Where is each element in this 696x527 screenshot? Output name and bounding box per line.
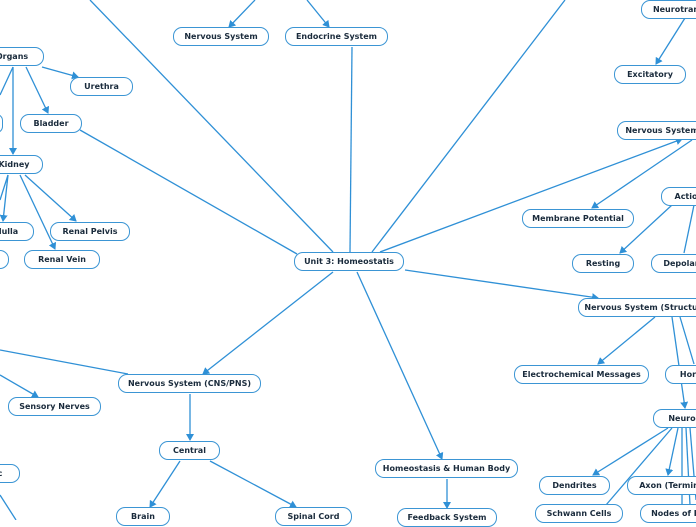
edge-neuron-axon — [665, 427, 679, 476]
node-autonomic[interactable]: c — [0, 464, 20, 483]
edge-root-topright — [371, 0, 566, 253]
edge-to-endocrine — [306, 0, 330, 28]
edge-root-homeostasis — [356, 271, 444, 460]
node-spinal-cord[interactable]: Spinal Cord — [275, 507, 352, 526]
edge-central-brain — [149, 460, 181, 508]
node-nervous-system-structure[interactable]: Nervous System (Structur — [578, 298, 696, 317]
edge-organs-left — [0, 66, 14, 96]
node-bladder[interactable]: Bladder — [20, 114, 82, 133]
edge-root-structure — [404, 269, 599, 302]
node-dendrites[interactable]: Dendrites — [539, 476, 610, 495]
node-organs[interactable]: Organs — [0, 47, 44, 66]
edge-root-cns-pns — [202, 271, 334, 375]
node-homeostasis-human-body[interactable]: Homeostasis & Human Body — [375, 459, 518, 478]
edge-left-sensory — [0, 374, 39, 398]
node-excitatory[interactable]: Excitatory — [614, 65, 686, 84]
edge-root-topleft — [89, 0, 334, 253]
edge-root-bladder — [79, 129, 298, 255]
node-neurotransmitters[interactable]: Neurotran — [641, 0, 696, 19]
node-endocrine-system[interactable]: Endocrine System — [285, 27, 388, 46]
node-axon[interactable]: Axon (Termin — [627, 476, 696, 495]
node-nervous-system-top[interactable]: Nervous System — [173, 27, 269, 46]
edge-structure-electro — [597, 316, 656, 365]
node-resting[interactable]: Resting — [572, 254, 634, 273]
node-renal-vein[interactable]: Renal Vein — [24, 250, 100, 269]
edge-nervous-right-membrane — [591, 139, 693, 209]
node-urethra[interactable]: Urethra — [70, 77, 133, 96]
node-brain[interactable]: Brain — [116, 507, 170, 526]
node-schwann-cells[interactable]: Schwann Cells — [535, 504, 623, 523]
node-nervous-system-right[interactable]: Nervous System — [617, 121, 696, 140]
node-nodes-of-ranvier[interactable]: Nodes of R — [640, 504, 696, 523]
node-medulla[interactable]: dulla — [0, 222, 34, 241]
edge-kidney-vein — [19, 174, 57, 250]
edge-neurotrans-excitatory — [655, 17, 686, 65]
node-kidney[interactable]: Kidney — [0, 155, 43, 174]
edge-root-endocrine — [349, 46, 353, 253]
node-depolarization[interactable]: Depolar — [651, 254, 696, 273]
node-nervous-system-cns-pns[interactable]: Nervous System (CNS/PNS) — [118, 374, 261, 393]
node-action[interactable]: Actio — [661, 187, 696, 206]
edge-action-resting — [619, 204, 673, 254]
node-sensory-nerves[interactable]: Sensory Nerves — [8, 397, 101, 416]
node-electrochemical-messages[interactable]: Electrochemical Messages — [514, 365, 649, 384]
edge-to-nervous-top — [228, 0, 256, 28]
edge-central-spinal — [209, 460, 297, 508]
node-membrane-potential[interactable]: Membrane Potential — [522, 209, 634, 228]
edge-organs-bladder — [25, 66, 50, 114]
edge-kidney-pelvis — [24, 174, 77, 222]
node-central[interactable]: Central — [159, 441, 220, 460]
edge-root-nervous-right — [379, 137, 683, 253]
edge-action-depol — [683, 204, 695, 254]
edge-neuron-schwann — [605, 427, 673, 506]
edge-left-cns — [0, 349, 129, 375]
edge-structure-neuron — [671, 316, 689, 409]
edge-kidney-medulla — [0, 174, 9, 222]
edge-structure-hormones — [679, 316, 695, 365]
edge-kidney-left — [0, 174, 9, 201]
node-feedback-system[interactable]: Feedback System — [397, 508, 497, 527]
node-neuron[interactable]: Neuro — [653, 409, 696, 428]
node-renal-pelvis[interactable]: Renal Pelvis — [50, 222, 130, 241]
root-node[interactable]: Unit 3: Homeostatis — [294, 252, 404, 271]
edge-autonomic-down — [0, 494, 17, 520]
node-hormones[interactable]: Hor — [665, 365, 696, 384]
edge-neuron-dendrites — [592, 427, 669, 476]
edge-organs-urethra — [41, 66, 79, 80]
